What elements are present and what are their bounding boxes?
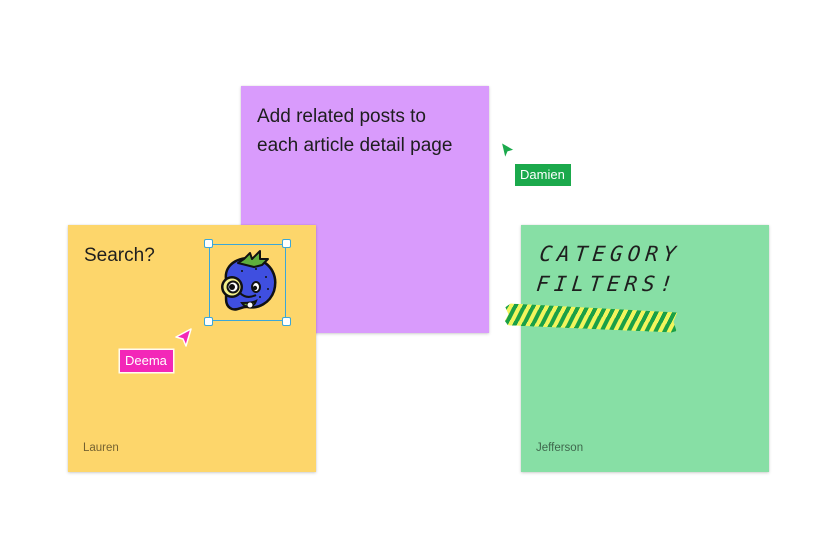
text-line: CATEGORY (538, 242, 682, 266)
sticky-note-yellow[interactable]: Search? Lauren (68, 225, 316, 472)
text-line: FILTERS! (535, 272, 679, 296)
resize-handle-top-right[interactable] (282, 239, 291, 248)
cursor-arrow-icon (175, 328, 192, 347)
handwritten-text: CATEGORY FILTERS! (535, 239, 682, 299)
text-line: each article detail page (257, 135, 453, 156)
cursor-label-deema: Deema (120, 350, 173, 372)
sticky-note-author: Lauren (83, 442, 119, 454)
sticky-note-green[interactable]: CATEGORY FILTERS! Jefferson (521, 225, 769, 472)
text-line: Add related posts to (257, 106, 426, 127)
cursor-arrow-icon (500, 141, 516, 160)
resize-handle-bottom-right[interactable] (282, 317, 291, 326)
cursor-label-damien: Damien (515, 164, 571, 186)
selection-box[interactable] (204, 239, 291, 326)
sticky-note-author: Jefferson (536, 442, 584, 454)
resize-handle-top-left[interactable] (204, 239, 213, 248)
sticky-note-text: Add related posts to each article detail… (257, 102, 452, 160)
strawberry-magnifier-sticker-icon[interactable] (212, 245, 284, 317)
sticky-note-text: Search? (84, 245, 155, 266)
resize-handle-bottom-left[interactable] (204, 317, 213, 326)
